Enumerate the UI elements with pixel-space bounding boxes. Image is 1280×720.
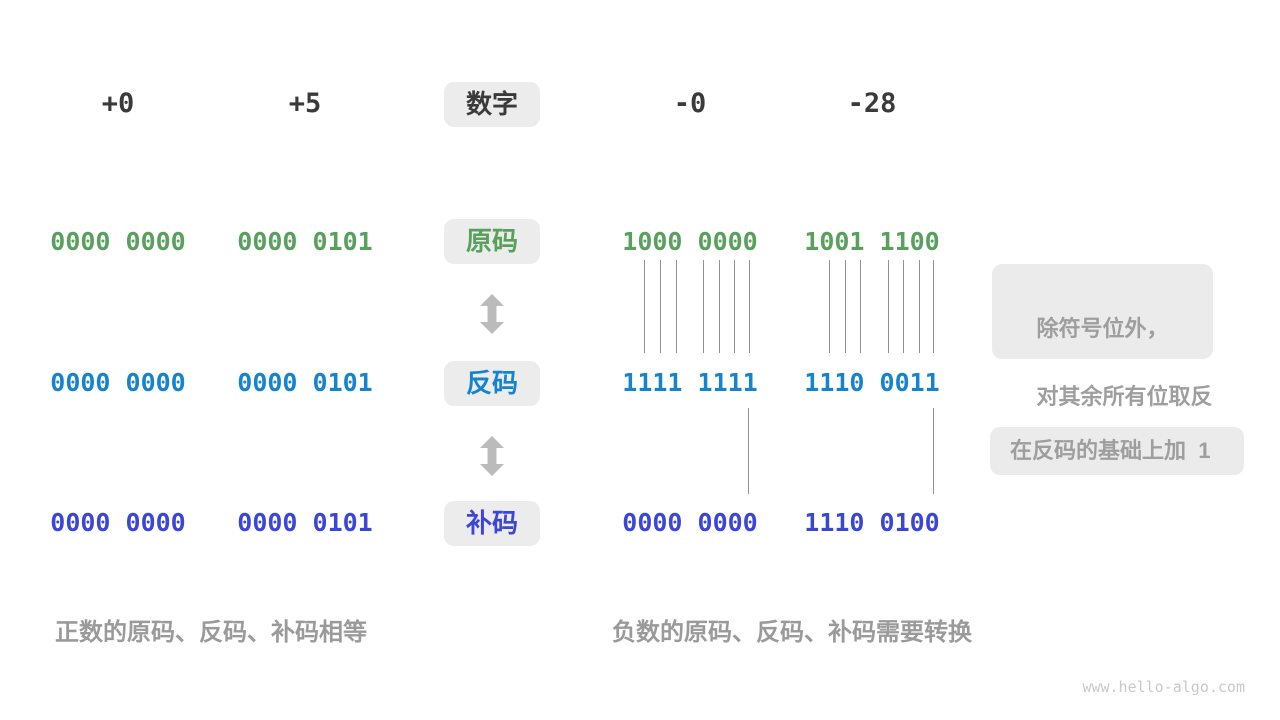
note-invert-line1: 除符号位外，: [1036, 316, 1169, 341]
sign-magnitude-minus28: 1001 1100: [804, 227, 940, 256]
bit-tick-line: [734, 260, 735, 353]
bit-tick-line: [644, 260, 645, 353]
bit-tick-line: [933, 260, 934, 353]
ones-complement-plus5: 0000 0101: [237, 368, 373, 397]
bit-tick-line: [676, 260, 677, 353]
bit-tick-line: [829, 260, 830, 353]
watermark-url: www.hello-algo.com: [1082, 678, 1245, 696]
note-add-one: 在反码的基础上加 1: [990, 427, 1244, 475]
caption-negative-numbers: 负数的原码、反码、补码需要转换: [612, 619, 972, 646]
bit-tick-line: [703, 260, 704, 353]
bit-tick-line: [933, 408, 934, 494]
ones-complement-minus28: 1110 0011: [804, 368, 940, 397]
ones-complement-plus0: 0000 0000: [50, 368, 186, 397]
bit-tick-line: [888, 260, 889, 353]
badge-twos-complement: 补码: [444, 501, 540, 546]
note-invert-bits: 除符号位外， 对其余所有位取反: [992, 264, 1213, 409]
header-number-minus0: -0: [673, 88, 707, 119]
badge-sign-magnitude: 原码: [444, 219, 540, 264]
badge-ones-complement: 反码: [444, 361, 540, 406]
ones-complement-minus0: 1111 1111: [622, 368, 758, 397]
twos-complement-minus28: 1110 0100: [804, 508, 940, 537]
twos-complement-plus0: 0000 0000: [50, 508, 186, 537]
double-arrow-icon: [479, 294, 505, 334]
bit-tick-line: [860, 260, 861, 353]
caption-positive-numbers: 正数的原码、反码、补码相等: [55, 619, 367, 646]
header-number-plus5: +5: [288, 88, 322, 119]
sign-magnitude-plus0: 0000 0000: [50, 227, 186, 256]
header-number-plus0: +0: [101, 88, 135, 119]
bit-tick-line: [749, 260, 750, 353]
sign-magnitude-minus0: 1000 0000: [622, 227, 758, 256]
header-badge-number: 数字: [444, 82, 540, 127]
header-number-minus28: -28: [847, 88, 897, 119]
double-arrow-icon: [479, 436, 505, 476]
note-invert-line2: 对其余所有位取反: [1036, 384, 1213, 409]
bit-tick-line: [660, 260, 661, 353]
bit-tick-line: [903, 260, 904, 353]
twos-complement-plus5: 0000 0101: [237, 508, 373, 537]
bit-tick-line: [748, 408, 749, 494]
bit-tick-line: [919, 260, 920, 353]
bit-tick-line: [845, 260, 846, 353]
sign-magnitude-plus5: 0000 0101: [237, 227, 373, 256]
bit-tick-line: [719, 260, 720, 353]
twos-complement-minus0: 0000 0000: [622, 508, 758, 537]
